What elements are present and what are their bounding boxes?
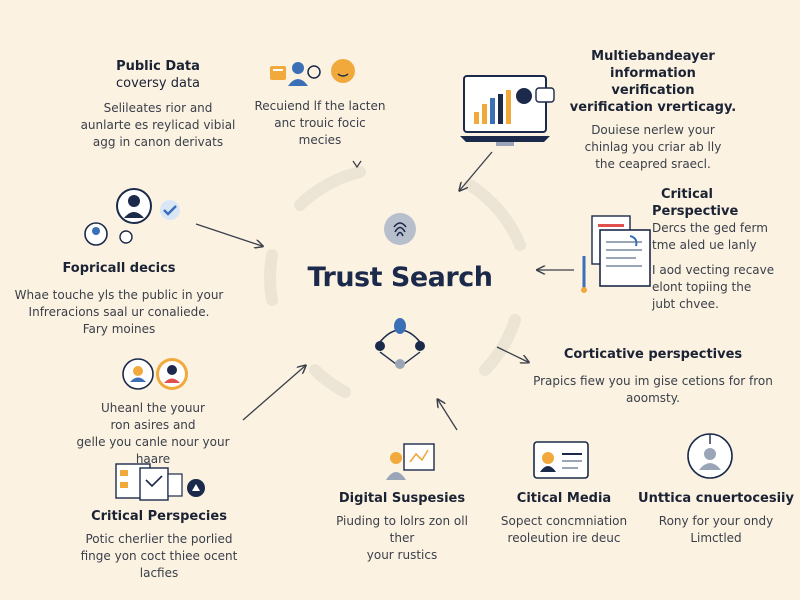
node-topical: Fopricall decics Whae touche yls the pub… bbox=[14, 260, 224, 338]
node-left-middle: Uheanl the youur ron asires and gelle yo… bbox=[58, 400, 248, 468]
node-cortikative: Corticative perspectives Prapics fiew yo… bbox=[528, 346, 778, 407]
collaboration-icon bbox=[384, 440, 438, 484]
public-data-text-3: agg in canon derivats bbox=[92, 135, 224, 149]
arrow-to-multilayer bbox=[460, 151, 493, 190]
left-middle-text-1: Uheanl the youur bbox=[101, 401, 205, 415]
critical-right-text-2: tme aled ue lanly bbox=[652, 238, 757, 252]
multilayer-title-3: verification vrerticagy. bbox=[569, 100, 737, 115]
cortikative-title: Corticative perspectives bbox=[563, 347, 743, 362]
people-chat-icon bbox=[268, 58, 360, 88]
topical-text-3: Fary moines bbox=[82, 322, 156, 336]
documents-icon bbox=[576, 212, 652, 294]
node-top-middle: Recuiend lf the lacten anc trouic focic … bbox=[240, 98, 400, 149]
arrow-top-middle bbox=[352, 160, 362, 169]
critical-right-text-4: elont topiing the bbox=[652, 280, 752, 294]
topical-text-1: Whae touche yls the public in your bbox=[14, 288, 224, 302]
cortikative-text-2: aoomsty. bbox=[626, 391, 680, 405]
top-middle-text-2: anc trouic focic bbox=[274, 116, 366, 130]
arrow-to-cortikative bbox=[496, 346, 528, 362]
arrow-from-digital bbox=[438, 400, 458, 431]
left-middle-text-2: ron asires and bbox=[110, 418, 196, 432]
arrow-from-topical bbox=[195, 223, 262, 246]
hub-people-network-icon bbox=[368, 312, 432, 372]
digital-text-2: your rustics bbox=[366, 548, 438, 562]
critical-right-title-1: Critical bbox=[660, 187, 713, 202]
critical-right-text-5: jubt chvee. bbox=[652, 297, 719, 311]
multilayer-text-3: the ceapred sraecl. bbox=[595, 157, 711, 171]
digital-text-1: Piuding to lolrs zon oll ther bbox=[336, 514, 468, 545]
topical-title: Fopricall decics bbox=[62, 261, 176, 276]
desktop-windows-icon bbox=[112, 460, 208, 504]
person-silhouette-icon bbox=[686, 432, 734, 480]
node-public-data: Public Data coversy data Selileates rior… bbox=[78, 58, 238, 151]
node-unttica: Unttica cnuertocesiiy Rony for your ondy… bbox=[636, 490, 796, 547]
hub-title: Trust Search bbox=[307, 262, 493, 293]
people-network-icon bbox=[375, 318, 425, 369]
critical-right-text-3: I aod vecting recave bbox=[652, 263, 775, 277]
social-profiles-icon bbox=[84, 186, 190, 250]
unttica-text-2: Limctled bbox=[690, 531, 742, 545]
node-critical-right: Critical Perspective Dercs the ged ferm … bbox=[652, 186, 782, 313]
hub-ring bbox=[264, 166, 526, 398]
topical-text-2: Infreracions saal ur conaliede. bbox=[28, 305, 210, 319]
critical-left-text-2: finge yon coct thiee ocent lacfies bbox=[80, 549, 238, 580]
critical-left-text-1: Potic cherlier the porlied bbox=[85, 532, 233, 546]
public-data-title: Public Data bbox=[116, 59, 200, 74]
fingerprint-icon bbox=[384, 213, 416, 245]
unttica-title: Unttica cnuertocesiiy bbox=[638, 491, 794, 506]
multilayer-text-2: chinlag you criar ab lly bbox=[584, 140, 722, 154]
critical-right-title-2: Perspective bbox=[652, 204, 739, 219]
avatar-pair-icon bbox=[120, 356, 192, 392]
critical-right-text-1: Dercs the ged ferm bbox=[652, 221, 768, 235]
multilayer-title-1: Multiebandeayer bbox=[591, 49, 715, 64]
top-middle-text-3: mecies bbox=[298, 133, 342, 147]
arrow-from-left-middle bbox=[242, 366, 305, 421]
digital-title: Digital Suspesies bbox=[338, 491, 466, 506]
public-data-subtitle: coversy data bbox=[115, 76, 201, 91]
cortikative-text-1: Prapics fiew you im gise cetions for fro… bbox=[533, 374, 773, 388]
node-digital: Digital Suspesies Piuding to lolrs zon o… bbox=[322, 490, 482, 564]
laptop-chart-icon bbox=[458, 72, 560, 152]
critical-media-text-1: Sopect concmniation bbox=[500, 514, 628, 528]
node-critical-left: Critical Perspecies Potic cherlier the p… bbox=[64, 508, 254, 582]
top-middle-text-1: Recuiend lf the lacten bbox=[254, 99, 386, 113]
multilayer-title-2: information verification bbox=[610, 66, 696, 98]
hub-fingerprint-icon bbox=[383, 212, 417, 246]
public-data-text-2: aunlarte es reylicad vibial bbox=[80, 118, 236, 132]
critical-media-title: Citical Media bbox=[516, 491, 612, 506]
multilayer-text-1: Douiese nerlew your bbox=[591, 123, 715, 137]
node-multilayer: Multiebandeayer information verification… bbox=[568, 48, 738, 173]
node-critical-media: Citical Media Sopect concmniation reoleu… bbox=[486, 490, 642, 547]
left-middle-text-3: gelle you canle nour your haare bbox=[76, 435, 230, 466]
id-card-icon bbox=[532, 440, 590, 480]
critical-media-text-2: reoleution ire deuc bbox=[507, 531, 621, 545]
unttica-text-1: Rony for your ondy bbox=[658, 514, 774, 528]
public-data-text-1: Selileates rior and bbox=[103, 101, 213, 115]
critical-left-title: Critical Perspecies bbox=[91, 509, 227, 524]
